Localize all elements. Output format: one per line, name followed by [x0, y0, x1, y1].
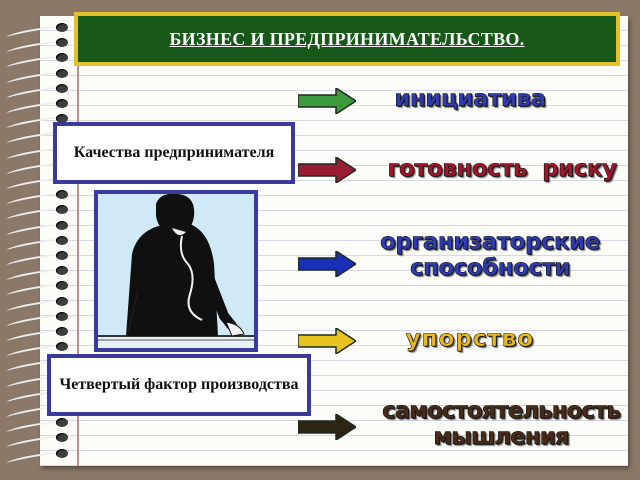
spiral-binding-icon: [6, 204, 68, 224]
spiral-hole: [56, 38, 68, 48]
spiral-binding-icon: [6, 311, 68, 330]
spiral-hole: [56, 433, 68, 443]
spiral-hole: [56, 23, 68, 32]
spiral-hole: [56, 99, 68, 108]
businessman-phone-icon: [98, 194, 254, 348]
arrow-right-icon: [298, 88, 356, 114]
arrow-shape: [298, 414, 356, 440]
spiral-binding-icon: [6, 52, 68, 72]
spiral-binding-icon: [6, 189, 68, 208]
spiral-binding-icon: [6, 326, 68, 345]
spiral-hole: [56, 448, 68, 458]
spiral-hole: [56, 190, 68, 200]
spiral-hole: [56, 342, 68, 352]
factor-label: Четвертый фактор производства: [59, 376, 299, 393]
spiral-binding-icon: [6, 296, 68, 315]
qualities-label: Качества предпринимателя: [73, 144, 275, 161]
arrow-shape: [298, 251, 356, 277]
spiral-binding-icon: [6, 432, 68, 452]
spiral-hole: [56, 53, 68, 63]
spiral-hole: [56, 327, 68, 336]
spiral-binding-icon: [6, 280, 68, 300]
spiral-hole: [56, 205, 68, 215]
spiral-binding-icon: [6, 83, 68, 102]
spiral-binding-icon: [6, 113, 68, 132]
quality-independent-thinking: самостоятельность мышления: [382, 398, 621, 451]
title-banner-inner: БИЗНЕС И ПРЕДПРИНИМАТЕЛЬСТВО.: [78, 16, 616, 62]
quality-risk-readiness: готовность риску: [387, 156, 617, 183]
spiral-binding-icon: [6, 98, 68, 117]
quality-initiative: инициатива: [394, 86, 546, 113]
spiral-binding-icon: [6, 68, 68, 87]
arrow-shape: [298, 328, 356, 354]
spiral-hole: [56, 418, 68, 428]
spiral-hole: [56, 296, 68, 306]
arrow-right-icon: [298, 251, 356, 277]
factor-label-box: Четвертый фактор производства: [47, 354, 311, 416]
businessman-photo: [94, 190, 258, 352]
arrow-shape: [298, 157, 356, 183]
page-title: БИЗНЕС И ПРЕДПРИНИМАТЕЛЬСТВО.: [169, 28, 525, 49]
spiral-hole: [56, 114, 68, 124]
qualities-label-box: Качества предпринимателя: [53, 122, 295, 184]
spiral-hole: [56, 251, 68, 260]
spiral-hole: [56, 83, 68, 93]
spiral-binding-icon: [6, 235, 68, 254]
spiral-binding-icon: [6, 448, 68, 467]
spiral-hole: [56, 281, 68, 291]
arrow-right-icon: [298, 414, 356, 440]
spiral-hole: [56, 235, 68, 245]
quality-persistence: упорство: [405, 326, 535, 353]
quality-organizational-skills: организаторские способности: [380, 229, 601, 282]
spiral-binding-icon: [6, 220, 68, 239]
spiral-binding-icon: [6, 265, 68, 284]
spiral-binding-icon: [6, 22, 68, 41]
spiral-binding-icon: [6, 417, 68, 436]
arrow-shape: [298, 88, 356, 114]
title-banner: БИЗНЕС И ПРЕДПРИНИМАТЕЛЬСТВО.: [74, 12, 620, 66]
spiral-hole: [56, 68, 68, 78]
spiral-binding-icon: [6, 341, 68, 360]
arrow-right-icon: [298, 328, 356, 354]
spiral-hole: [56, 311, 68, 321]
spiral-hole: [56, 220, 68, 230]
spiral-binding-icon: [6, 37, 68, 56]
spiral-binding-icon: [6, 250, 68, 269]
spiral-hole: [56, 266, 68, 276]
arrow-right-icon: [298, 157, 356, 183]
